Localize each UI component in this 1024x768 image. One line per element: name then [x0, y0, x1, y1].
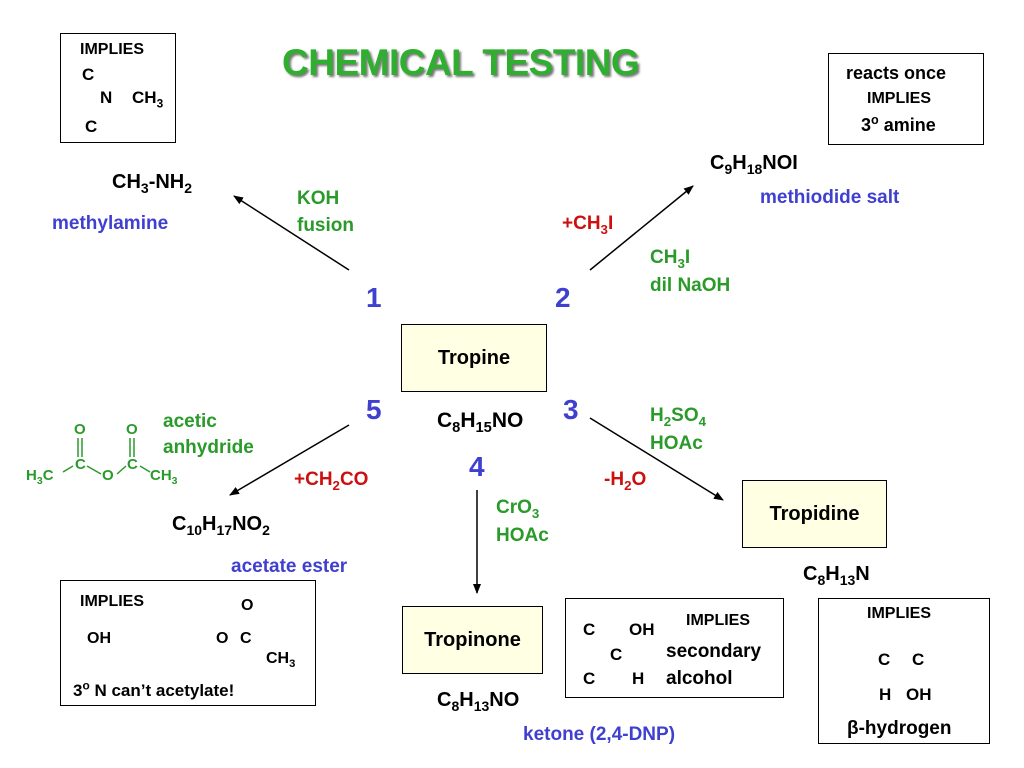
alcohol-text: alcohol [666, 668, 733, 689]
tropine-formula: C8H15NO [437, 409, 524, 437]
tropinone-label: Tropinone [424, 628, 521, 651]
hydroxyl-left: OH [87, 630, 111, 647]
arrow-3 [589, 417, 724, 501]
atom-c-top: C [583, 620, 596, 639]
atom-c-center: C [610, 645, 623, 664]
ester-o: O [216, 630, 229, 647]
beta-hydrogen-caption: β-hydrogen [847, 718, 952, 739]
implies-box-acetylation: IMPLIES OH O O C CH3 3o N can’t acetylat… [60, 580, 316, 706]
implies-label: IMPLIES [686, 612, 751, 629]
hoac-reagent: HOAc [650, 433, 703, 454]
acetate-formula: C10H17NO2 [172, 513, 270, 538]
tropidine-formula: C8H13N [803, 563, 870, 588]
methylamine-formula: CH3-NH2 [112, 171, 193, 196]
arrow-5 [229, 424, 350, 496]
atom-oh: OH [906, 685, 932, 704]
anhydride-o-left: O [74, 421, 86, 438]
atom-ch3: CH3 [132, 88, 164, 111]
atom-c-left: C [878, 650, 891, 669]
methylamine-name: methylamine [52, 213, 169, 234]
ester-c: C [240, 630, 252, 647]
methiodide-formula: C9H18NOI [710, 152, 798, 177]
step-number-5: 5 [366, 394, 382, 425]
methiodide-name: methiodide salt [760, 187, 900, 208]
anhydride-o-right: O [126, 421, 138, 438]
tertiary-amine-text: 3o amine [861, 113, 936, 135]
cro3-reagent: CrO3 [496, 497, 540, 521]
carbonyl-o: O [241, 597, 254, 614]
acetic-reagent: acetic [163, 411, 217, 432]
anhydride-o-bridge: O [102, 467, 114, 484]
atom-n: N [100, 88, 113, 107]
step-number-1: 1 [366, 282, 382, 313]
secondary-text: secondary [666, 641, 762, 662]
atom-oh: OH [629, 620, 655, 639]
dil-naoh-reagent: dil NaOH [650, 275, 731, 296]
implies-box-3-amine: reacts once IMPLIES 3o amine [828, 53, 984, 145]
implies-box-amine: IMPLIES C N CH3 C [60, 33, 176, 143]
implies-label: IMPLIES [867, 605, 932, 622]
atom-c-right: C [912, 650, 925, 669]
tropinone-formula: C8H13NO [437, 689, 520, 714]
h2so4-reagent: H2SO4 [650, 405, 706, 429]
implies-label: IMPLIES [867, 90, 932, 107]
page-title: CHEMICAL TESTING [282, 42, 640, 83]
anhydride-ch3: CH3 [150, 467, 178, 487]
atom-h: H [632, 669, 645, 688]
fusion-reagent: fusion [297, 215, 354, 236]
atom-c-top: C [82, 65, 95, 84]
atom-h: H [879, 685, 892, 704]
atom-c-bottom: C [583, 669, 596, 688]
tropine-label: Tropine [437, 346, 511, 369]
no-acetylate-caption: 3o N can’t acetylate! [73, 678, 235, 700]
tropidine-label: Tropidine [769, 502, 860, 525]
ketone-name: ketone (2,4-DNP) [523, 724, 676, 745]
implies-box-secondary-alcohol: C OH C C H IMPLIES secondary alcohol [565, 598, 784, 698]
reacts-once-text: reacts once [846, 63, 947, 83]
ch2co-change: +CH2CO [294, 469, 369, 493]
tropidine-box: Tropidine [742, 480, 887, 548]
minus-h2o-change: -H2O [604, 469, 647, 493]
implies-box-beta-hydrogen: IMPLIES C C H OH β-hydrogen [818, 598, 990, 744]
anhydride-reagent: anhydride [163, 437, 254, 458]
anhydride-c-left: C [75, 456, 86, 473]
acetate-ester-name: acetate ester [231, 556, 348, 577]
ch3i-reagent: CH3I [650, 247, 691, 271]
step-number-2: 2 [555, 282, 571, 313]
implies-label: IMPLIES [80, 41, 145, 58]
arrow-2 [589, 185, 694, 271]
ester-ch3: CH3 [266, 650, 296, 671]
implies-label: IMPLIES [80, 593, 145, 610]
step-number-4: 4 [469, 451, 485, 482]
anhydride-c-right: C [127, 456, 138, 473]
tropinone-box: Tropinone [402, 606, 543, 674]
ch3i-change: +CH3I [562, 213, 614, 237]
step-number-3: 3 [563, 394, 579, 425]
koh-reagent: KOH [297, 188, 340, 209]
hoac-reagent-4: HOAc [496, 525, 549, 546]
anhydride-structure-lines [62, 438, 151, 475]
atom-c-bottom: C [85, 117, 98, 136]
arrow-1 [233, 195, 350, 271]
anhydride-h3c: H3C [26, 467, 54, 487]
tropine-box: Tropine [401, 324, 547, 392]
